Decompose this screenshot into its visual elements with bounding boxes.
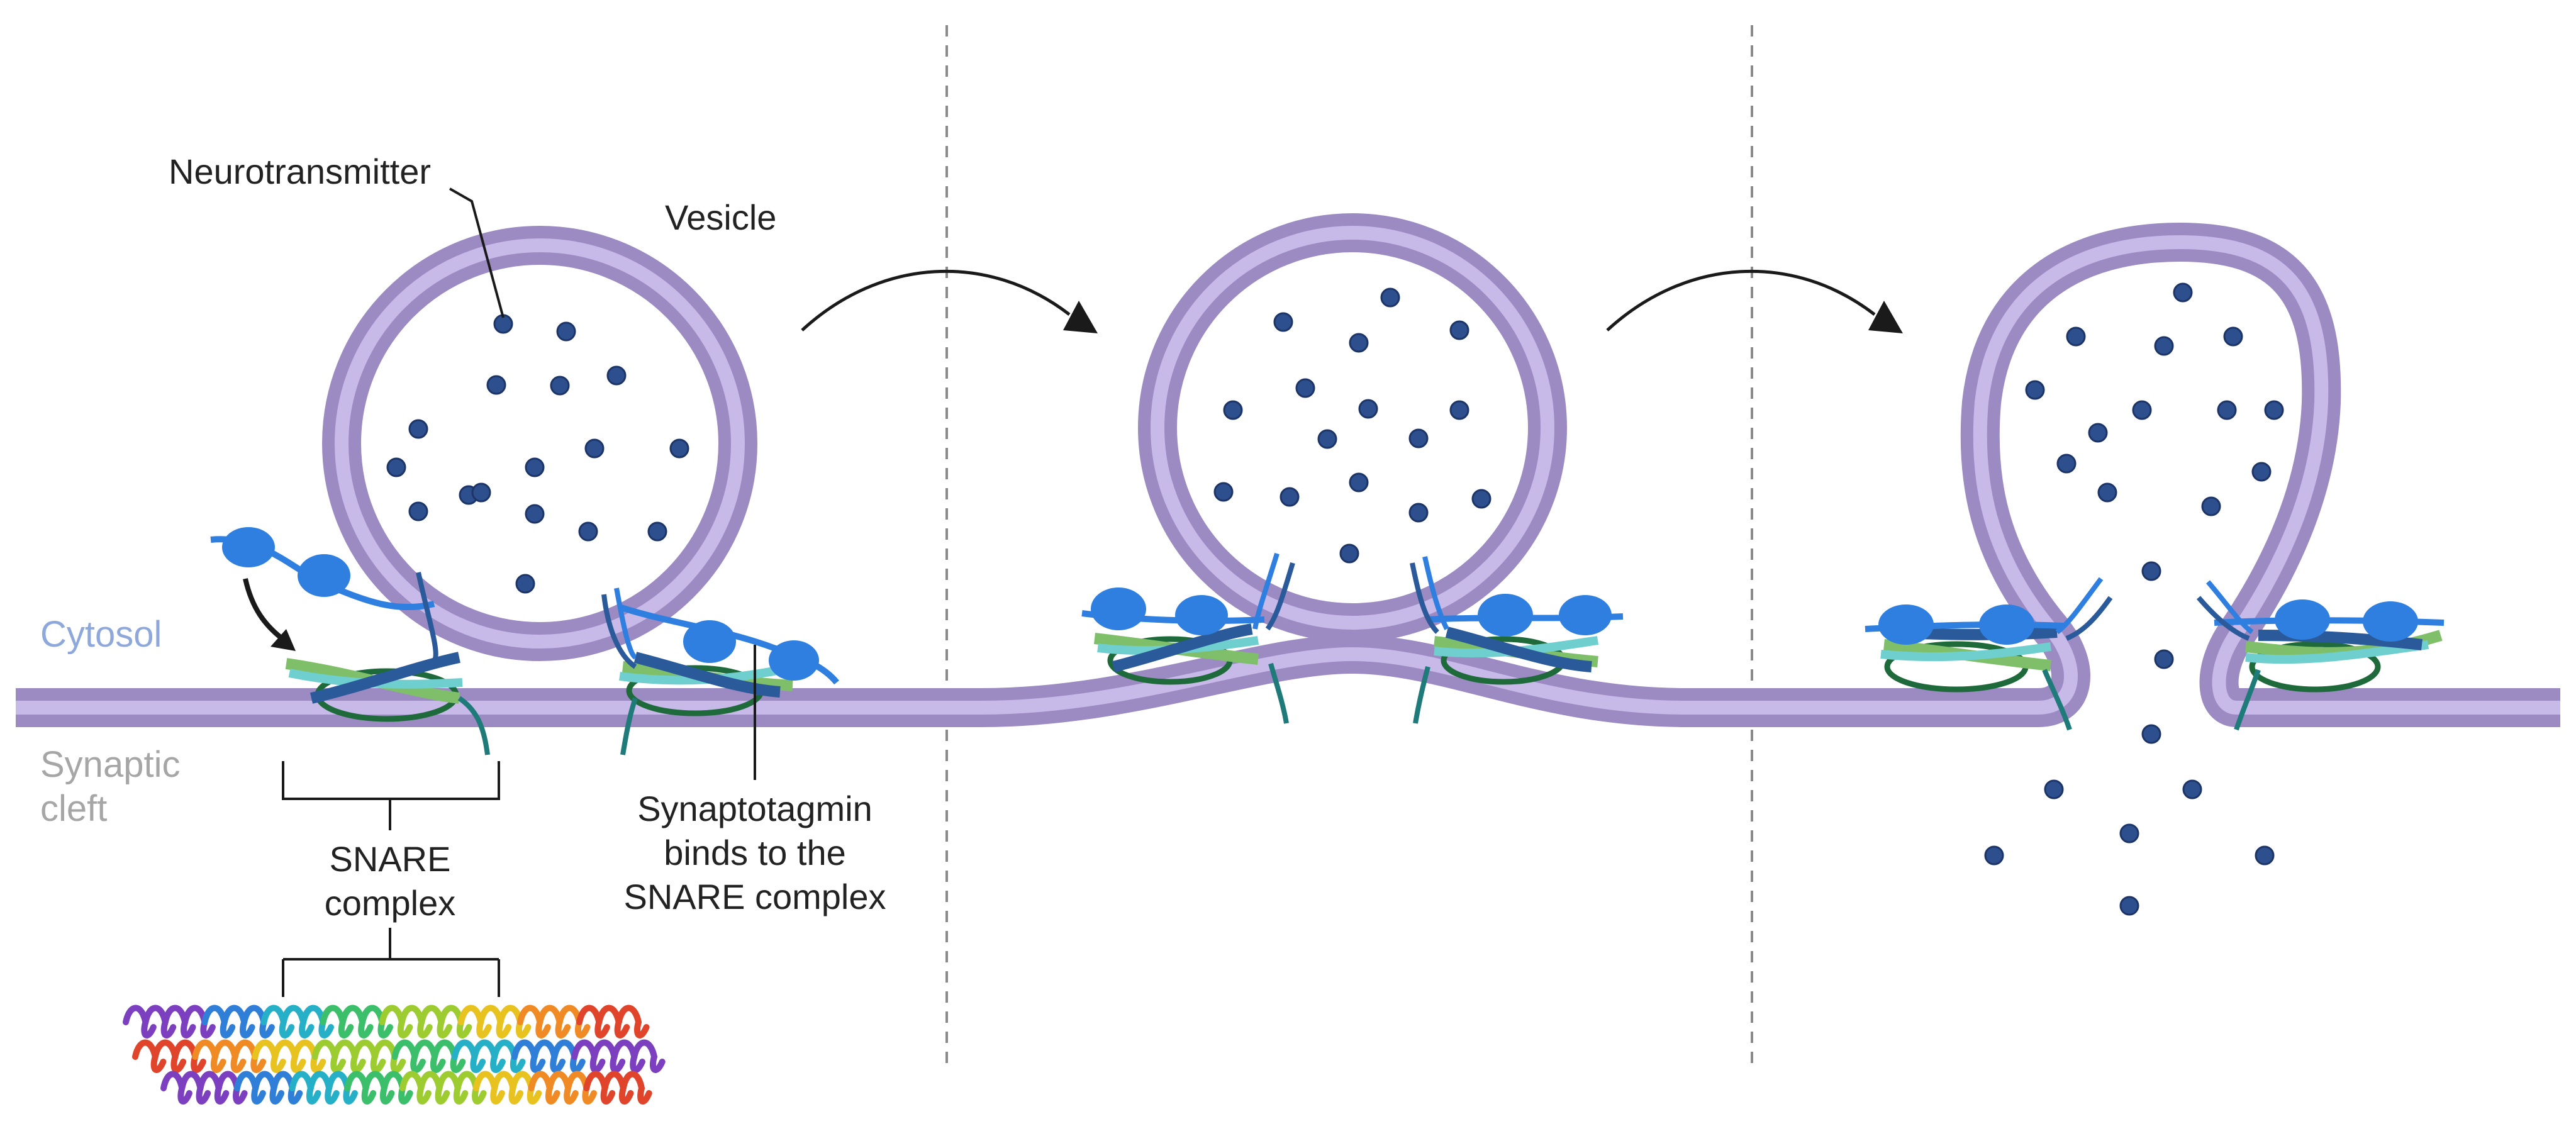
neurotransmitter-dot: [2154, 336, 2174, 356]
vesicle-stage-2: [1138, 213, 1567, 642]
neurotransmitter-dot: [584, 438, 605, 459]
neurotransmitter-dot: [1449, 400, 1469, 420]
neurotransmitter-dot: [2132, 400, 2152, 420]
snare-label-2: complex: [325, 883, 456, 923]
snare-protein-structure: [123, 1005, 666, 1105]
neurotransmitter-dot: [1380, 287, 1400, 308]
neurotransmitter-dot: [2173, 282, 2193, 303]
neurotransmitter-dot: [525, 504, 545, 524]
neurotransmitter-dot: [2154, 649, 2174, 669]
neurotransmitter-dot: [1408, 503, 1429, 523]
neurotransmitter-dot: [2097, 482, 2117, 503]
neurotransmitter-dot: [2088, 423, 2108, 443]
neurotransmitter-dot: [2201, 496, 2221, 516]
neurotransmitter-dot: [2255, 845, 2275, 866]
neurotransmitter-dot: [2223, 326, 2243, 347]
snare-complex-stage2-right: [1410, 556, 1624, 724]
snare-complex-stage2-left: [1081, 552, 1295, 724]
arrow-stage2-to-stage3: [1606, 269, 1903, 333]
snare-bracket-bottom: [282, 928, 500, 997]
neurotransmitter-dot: [2182, 779, 2202, 799]
neurotransmitter-dot: [1213, 482, 1234, 502]
neurotransmitter-dot: [2141, 561, 2161, 581]
synaptotagmin-label-3: SNARE complex: [623, 877, 886, 916]
synaptotagmin-unbound: [210, 527, 435, 611]
neurotransmitter-dot: [1349, 333, 1369, 353]
neurotransmitter-dot: [2264, 400, 2284, 420]
synaptotagmin-label-2: binds to the: [664, 833, 846, 872]
neurotransmitter-dot: [408, 419, 428, 439]
neurotransmitter-dot: [2044, 779, 2064, 799]
neurotransmitter-dot: [493, 314, 513, 334]
neurotransmitter-leader: [449, 187, 505, 318]
snare-bracket-top: [282, 761, 500, 830]
neurotransmitter-dot: [525, 457, 545, 477]
helix-turn: [615, 1005, 650, 1039]
neurotransmitter-dot: [2119, 823, 2139, 844]
neurotransmitter-dot: [2217, 400, 2237, 420]
neurotransmitter-layer: [386, 282, 2284, 916]
synaptic-cleft-label-2: cleft: [40, 788, 107, 829]
synaptotagmin-label-1: Synaptotagmin: [637, 789, 873, 828]
neurotransmitter-dot: [1273, 312, 1293, 332]
helix-turn: [620, 1071, 652, 1105]
vesicle-stage-1: [322, 226, 757, 661]
neurotransmitter-dot: [486, 375, 506, 395]
neurotransmitter-label: Neurotransmitter: [169, 152, 431, 191]
neurotransmitter-dot: [1223, 400, 1243, 420]
snare-label-1: SNARE: [330, 839, 451, 879]
snare-complex-stage3-right: [2196, 580, 2445, 731]
neurotransmitter-dot: [2066, 326, 2086, 347]
neurotransmitter-dot: [515, 574, 535, 594]
neurotransmitter-dot: [647, 521, 667, 542]
neurotransmitter-dot: [1349, 472, 1369, 493]
neurotransmitter-dot: [1280, 487, 1300, 507]
neurotransmitter-dot: [669, 438, 689, 459]
curved-arrow-binding: [243, 578, 288, 644]
snare-complex-stage1-left: [285, 572, 490, 755]
vesicle-label: Vesicle: [665, 198, 776, 237]
neurotransmitter-dot: [1471, 489, 1492, 509]
neurotransmitter-dot: [2251, 462, 2272, 482]
neurotransmitter-dot: [1358, 399, 1378, 419]
neurotransmitter-dot: [408, 501, 428, 521]
neurotransmitter-dot: [556, 321, 576, 342]
neurotransmitter-dot: [1317, 429, 1337, 449]
arrow-stage1-to-stage2: [801, 269, 1098, 333]
neurotransmitter-dot: [1408, 428, 1429, 448]
neurotransmitter-dot: [606, 365, 627, 386]
neurotransmitter-dot: [2119, 896, 2139, 916]
neurotransmitter-dot: [1295, 378, 1315, 398]
vesicle-stage-3-fusion-pore: [1960, 222, 2341, 727]
cytosol-label: Cytosol: [40, 614, 162, 655]
snare-complex-stage3-left: [1865, 577, 2113, 731]
arrowhead-binding: [270, 629, 296, 651]
neurotransmitter-dot: [1339, 543, 1359, 564]
plasma-membrane: [16, 634, 2560, 727]
neurotransmitter-dot: [2025, 380, 2045, 400]
neurotransmitter-dot: [1449, 320, 1469, 340]
neurotransmitter-dot: [550, 376, 570, 396]
synaptic-cleft-label-1: Synaptic: [40, 744, 180, 785]
neurotransmitter-dot: [2141, 724, 2161, 744]
neurotransmitter-dot: [1984, 845, 2004, 866]
neurotransmitter-dot: [471, 482, 491, 503]
helix-turn: [631, 1039, 666, 1073]
neurotransmitter-dot: [2056, 454, 2077, 474]
snare-complex-stage1-right: [601, 587, 839, 755]
neurotransmitter-dot: [386, 457, 406, 477]
neurotransmitter-dot: [578, 521, 598, 542]
